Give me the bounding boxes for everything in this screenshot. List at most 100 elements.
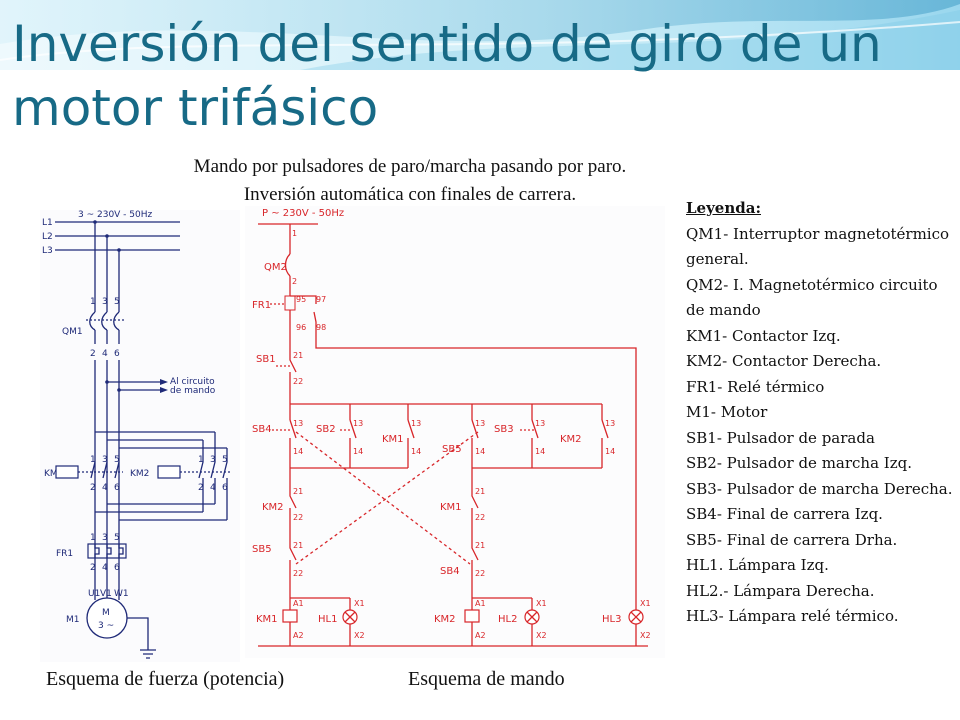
km1-terminal-5: 5 bbox=[114, 455, 120, 465]
control-circuit: P ~ 230V - 50Hz 1 QM2 2 FR1 95 96 97 98 … bbox=[245, 206, 665, 658]
sb1-label: SB1 bbox=[256, 354, 276, 365]
subtitle-line-1: Mando por pulsadores de paro/marcha pasa… bbox=[193, 156, 627, 177]
power-line-label-l3: L3 bbox=[42, 246, 53, 256]
fr1-thermal-elements bbox=[94, 544, 124, 558]
km1-terminal-3: 3 bbox=[102, 455, 108, 465]
motor-symbol bbox=[86, 597, 128, 639]
km2-terminal-1: 1 bbox=[198, 455, 204, 465]
ground-wire bbox=[127, 617, 149, 650]
km1-self-hold-contact bbox=[407, 419, 415, 468]
sb5-contact-symbol bbox=[471, 419, 479, 468]
km1-interlock-terminal-22: 22 bbox=[475, 513, 485, 522]
km2-terminal-14: 14 bbox=[605, 447, 615, 456]
legend-list: QM1- Interruptor magnetotérmico general.… bbox=[686, 222, 954, 630]
motor-terminal-w1: W1 bbox=[114, 589, 129, 599]
km2-coil-symbol bbox=[464, 609, 480, 623]
hl2-terminal-x1: X1 bbox=[536, 599, 547, 608]
motor-phase-label: 3 ~ bbox=[98, 621, 114, 631]
fr1-terminal-5: 5 bbox=[114, 533, 120, 543]
legend: Leyenda: QM1- Interruptor magnetotérmico… bbox=[686, 196, 954, 630]
km2-terminal-4: 4 bbox=[210, 483, 216, 493]
legend-item-sb1: SB1- Pulsador de parada bbox=[686, 428, 875, 447]
qm1-terminal-5: 5 bbox=[114, 297, 120, 307]
banner-waves bbox=[0, 0, 960, 70]
header-banner bbox=[0, 0, 960, 70]
km2-coil-terminal-a1: A1 bbox=[475, 599, 486, 608]
km1-coil-terminal-a2: A2 bbox=[293, 631, 304, 640]
km1-main-contacts bbox=[90, 461, 120, 479]
qm1-breaker-symbol bbox=[89, 311, 120, 331]
km1-terminal-4: 4 bbox=[102, 483, 108, 493]
km1-coil-symbol bbox=[282, 609, 298, 623]
sb4-right-nc-contact bbox=[471, 540, 479, 598]
km1-terminal-6: 6 bbox=[114, 483, 120, 493]
fr1-terminal-98: 98 bbox=[316, 323, 326, 332]
fr1-terminal-97: 97 bbox=[316, 295, 326, 304]
hl2-terminal-x2: X2 bbox=[536, 631, 547, 640]
arrow-icon bbox=[160, 379, 168, 393]
qm1-label: QM1 bbox=[62, 327, 83, 337]
km1-self-hold-label: KM1 bbox=[382, 434, 404, 445]
km1-terminal-2: 2 bbox=[90, 483, 96, 493]
qm1-terminal-1: 1 bbox=[90, 297, 96, 307]
sb2-label: SB2 bbox=[316, 424, 336, 435]
qm2-terminal-1: 1 bbox=[292, 229, 297, 238]
legend-item-hl3: HL3- Lámpara relé térmico. bbox=[686, 607, 899, 625]
legend-item-hl2: HL2.- Lámpara Derecha. bbox=[686, 581, 875, 600]
motor-terminal-v1: V1 bbox=[100, 589, 112, 599]
sb5-right-label: SB5 bbox=[442, 444, 462, 455]
legend-item-m1: M1- Motor bbox=[686, 403, 768, 421]
km1-coil-terminal-a1: A1 bbox=[293, 599, 304, 608]
km2-interlock-terminal-22: 22 bbox=[293, 513, 303, 522]
sb5-terminal-13: 13 bbox=[475, 419, 485, 428]
km2-coil-symbol bbox=[157, 465, 181, 479]
sb2-contact-symbol bbox=[349, 419, 357, 468]
legend-item-qm2: QM2- I. Magnetotérmico circuito de mando bbox=[686, 275, 938, 320]
sb4-left-label: SB4 bbox=[252, 424, 272, 435]
fr1-terminal-1: 1 bbox=[90, 533, 96, 543]
sb1-terminal-22: 22 bbox=[293, 377, 303, 386]
km1-coil-symbol bbox=[55, 465, 79, 479]
legend-title: Leyenda: bbox=[686, 199, 761, 217]
sb5-terminal-14: 14 bbox=[475, 447, 485, 456]
qm2-terminal-2: 2 bbox=[292, 277, 297, 286]
km2-terminal-13: 13 bbox=[605, 419, 615, 428]
km1-terminal-13: 13 bbox=[411, 419, 421, 428]
power-circuit: 3 ~ 230V - 50Hz L1 L2 L3 1 3 5 QM1 2 4 6 bbox=[40, 210, 240, 662]
motor-letter: M bbox=[102, 608, 110, 618]
qm2-label: QM2 bbox=[264, 262, 287, 273]
sb4-right-terminal-21: 21 bbox=[475, 541, 485, 550]
legend-item-fr1: FR1- Relé térmico bbox=[686, 377, 825, 396]
sb3-label: SB3 bbox=[494, 424, 514, 435]
fr1-terminal-6: 6 bbox=[114, 563, 120, 573]
km2-self-hold-contact bbox=[601, 419, 609, 468]
sb4-terminal-13: 13 bbox=[293, 419, 303, 428]
km2-terminal-3: 3 bbox=[210, 455, 216, 465]
sb3-terminal-14: 14 bbox=[535, 447, 545, 456]
legend-item-qm1: QM1- Interruptor magnetotérmico general. bbox=[686, 224, 950, 269]
limit-switch-link-sb4 bbox=[295, 431, 471, 565]
power-node bbox=[117, 388, 121, 392]
sb2-terminal-13: 13 bbox=[353, 419, 363, 428]
sb4-right-label: SB4 bbox=[440, 566, 460, 577]
km1-interlock-contact bbox=[471, 486, 479, 540]
km2-main-contacts bbox=[198, 456, 228, 479]
legend-item-hl1: HL1. Lámpara Izq. bbox=[686, 556, 829, 574]
km2-interlock-terminal-21: 21 bbox=[293, 487, 303, 496]
hl1-terminal-x1: X1 bbox=[354, 599, 365, 608]
km2-terminal-6: 6 bbox=[222, 483, 228, 493]
sb4-contact-symbol bbox=[289, 419, 297, 468]
km2-coil-label: KM2 bbox=[434, 614, 456, 625]
km2-interlock-contact bbox=[289, 486, 297, 540]
fr1-terminal-96: 96 bbox=[296, 323, 306, 332]
fr1-terminal-3: 3 bbox=[102, 533, 108, 543]
ground-icon bbox=[140, 649, 156, 659]
control-circuit-background bbox=[245, 206, 665, 658]
to-control-label-2: de mando bbox=[170, 386, 216, 396]
hl2-lamp-cross bbox=[526, 611, 538, 623]
legend-item-km1: KM1- Contactor Izq. bbox=[686, 326, 841, 345]
km1-terminal-14: 14 bbox=[411, 447, 421, 456]
power-supply-label: 3 ~ 230V - 50Hz bbox=[78, 210, 153, 220]
sb1-terminal-21: 21 bbox=[293, 351, 303, 360]
